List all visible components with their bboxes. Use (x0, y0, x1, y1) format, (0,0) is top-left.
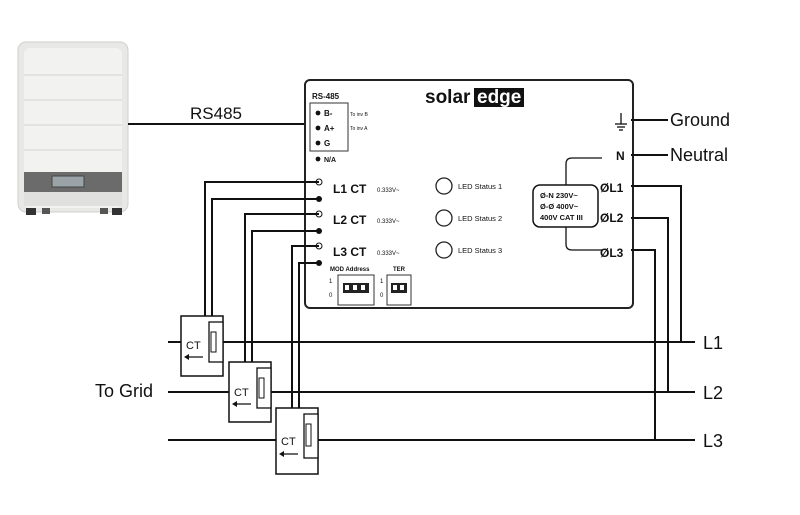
l1-ct-label: L1 CT (333, 182, 367, 196)
phase-l1-terminal: ØL1 (600, 181, 624, 195)
ground-label: Ground (670, 110, 730, 130)
l3-ct-label: L3 CT (333, 245, 367, 259)
phase-l3-terminal: ØL3 (600, 246, 624, 260)
energy-meter (304, 79, 634, 309)
brand-logo: solar edge (425, 87, 524, 108)
l2-label: L2 (703, 383, 723, 403)
ground-icon (615, 113, 627, 131)
led-status-2 (435, 209, 453, 227)
mod-address-label: MOD Address (330, 267, 370, 273)
terminal-a: A+ (324, 124, 335, 133)
terminal-na: N/A (324, 157, 336, 164)
led-status-3-label: LED Status 3 (458, 246, 502, 255)
to-grid-label: To Grid (95, 381, 153, 401)
svg-text:0: 0 (380, 293, 384, 299)
neutral-label: Neutral (670, 145, 728, 165)
terminal-b: B- (324, 109, 333, 118)
inverter-icon (17, 41, 129, 215)
l2-ct-rating: 0.333V~ (377, 219, 400, 225)
svg-text:0: 0 (329, 293, 333, 299)
rs485-header: RS-485 (312, 92, 340, 101)
l1-label: L1 (703, 333, 723, 353)
ct-clamp-l3: CT (275, 407, 319, 475)
ct-clamp-l1: CT (180, 315, 224, 377)
svg-text:1: 1 (329, 279, 333, 285)
phase-l2-terminal: ØL2 (600, 211, 624, 225)
svg-text:solar: solar (425, 87, 471, 108)
l3-label: L3 (703, 431, 723, 451)
led-status-3 (435, 241, 453, 259)
led-status-1-label: LED Status 1 (458, 182, 502, 191)
to-inv-a: To inv A (350, 126, 368, 132)
svg-text:Ø-Ø 400V~: Ø-Ø 400V~ (540, 202, 579, 211)
svg-text:Ø-N 230V~: Ø-N 230V~ (540, 191, 578, 200)
svg-text:1: 1 (380, 279, 384, 285)
voltage-rating-box (532, 184, 599, 228)
terminal-g: G (324, 139, 330, 148)
l1-ct-rating: 0.333V~ (377, 188, 400, 194)
ct-clamp-l2: CT (228, 361, 272, 423)
neutral-terminal: N (616, 149, 625, 163)
l3-ct-rating: 0.333V~ (377, 251, 400, 257)
svg-text:edge: edge (477, 87, 521, 108)
svg-text:CT: CT (234, 387, 249, 399)
rs485-label: RS485 (190, 104, 242, 123)
svg-text:400V CAT III: 400V CAT III (540, 213, 583, 222)
l2-ct-label: L2 CT (333, 213, 367, 227)
svg-text:CT: CT (186, 340, 201, 352)
to-inv-b: To inv B (350, 112, 368, 118)
ter-label: TER (393, 267, 406, 273)
led-status-2-label: LED Status 2 (458, 214, 502, 223)
led-status-1 (435, 177, 453, 195)
svg-text:CT: CT (281, 436, 296, 448)
